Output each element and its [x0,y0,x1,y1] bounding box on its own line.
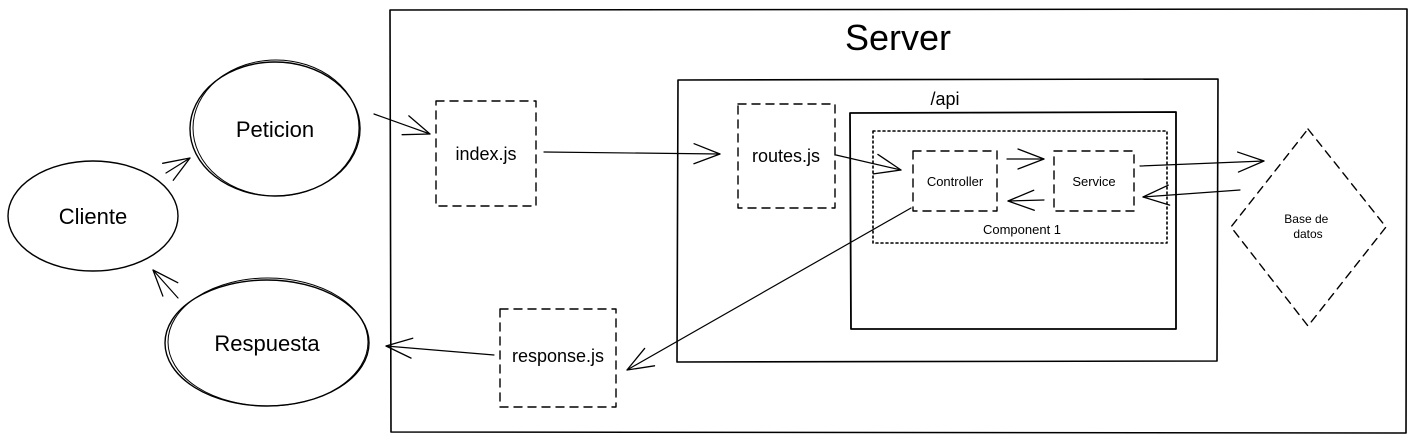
arrow-peticion-to-index [373,113,431,136]
component-label: Component 1 [983,222,1061,237]
routes-js-label: routes.js [752,146,820,166]
peticion-node: Peticion [189,59,361,197]
component-box: Component 1 [872,130,1168,244]
arrow-controller-to-response [626,207,912,371]
database-label-line1: Base de [1284,212,1328,226]
controller-label: Controller [927,174,984,189]
arrow-index-to-routes [543,143,721,165]
service-label: Service [1072,174,1115,189]
database-node: Base de datos [1230,128,1387,327]
server-container: Server [389,8,1408,434]
database-label-line2: datos [1293,227,1322,241]
arrow-database-to-service [1142,184,1241,206]
response-js-node: response.js [499,308,617,408]
arrow-cliente-to-peticion [162,157,191,181]
module-box [849,111,1177,330]
respuesta-node: Respuesta [164,277,370,407]
arrow-service-to-controller [1007,189,1045,211]
arrows [152,113,1265,371]
database-label: Base de datos [1284,212,1331,241]
arrow-routes-to-controller [835,153,902,175]
arrow-service-to-database [1139,151,1265,173]
api-container: /api [676,78,1219,363]
cliente-label: Cliente [59,204,127,229]
api-title: /api [930,89,959,109]
response-js-label: response.js [512,346,604,366]
arrow-response-to-respuesta [385,337,495,359]
respuesta-label: Respuesta [214,331,320,356]
server-title: Server [845,17,951,58]
index-js-label: index.js [455,144,516,164]
peticion-label: Peticion [236,117,314,142]
service-node: Service [1053,150,1135,212]
routes-js-node: routes.js [737,103,836,209]
cliente-node: Cliente [7,160,179,272]
arrow-respuesta-to-cliente [152,269,179,299]
controller-node: Controller [912,150,998,212]
index-js-node: index.js [435,100,537,207]
